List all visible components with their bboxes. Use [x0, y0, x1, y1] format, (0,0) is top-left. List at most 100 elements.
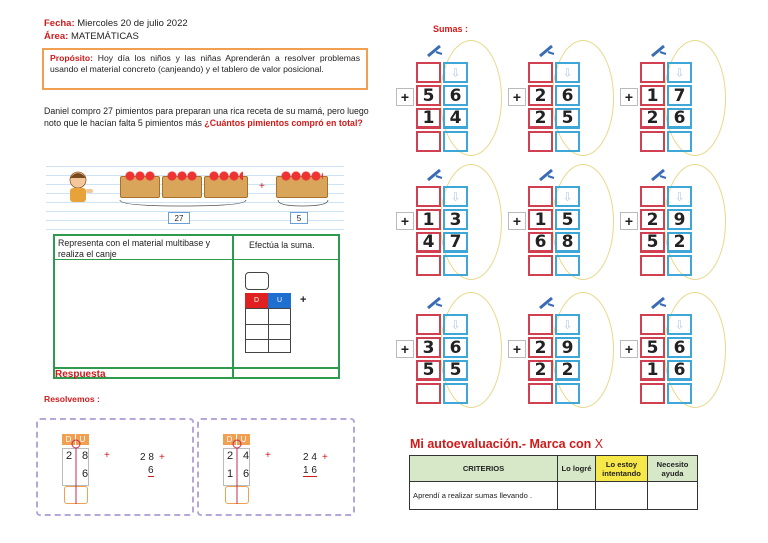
autoeval-mark: X: [594, 437, 604, 451]
answer-label: Respuesta: [53, 367, 340, 380]
ex2-sum-line1: 2 4: [303, 452, 317, 463]
addend1-tens: 5: [416, 85, 441, 106]
crate-4: [276, 171, 328, 198]
addend1-units: 7: [667, 85, 692, 106]
result-tens[interactable]: [640, 131, 665, 152]
trying-cell[interactable]: [595, 481, 648, 510]
work-table: Representa con el material multibase y r…: [53, 234, 340, 379]
result-units[interactable]: [667, 131, 692, 152]
addend1-units: 6: [667, 337, 692, 358]
result-tens[interactable]: [640, 255, 665, 276]
plus-sign: +: [620, 340, 638, 358]
area-value: MATEMÁTICAS: [70, 31, 139, 42]
result-units[interactable]: [555, 383, 580, 404]
addend2-tens: 5: [416, 360, 441, 381]
ex2-plus-2: +: [322, 452, 328, 463]
carry-box[interactable]: [245, 272, 269, 290]
result-units[interactable]: [443, 383, 468, 404]
ex2-b-tens: 1: [227, 468, 234, 480]
place-value-cells[interactable]: [245, 308, 291, 353]
pencil-hand-icon: [539, 296, 555, 310]
ex2-d-header: D: [223, 434, 236, 445]
ex1-d-header: D: [62, 434, 75, 445]
addend1-tens: 2: [528, 85, 553, 106]
carry-tens-cell[interactable]: [416, 62, 441, 83]
addend2-tens: 4: [416, 232, 441, 253]
carry-units-cell[interactable]: ⇩: [443, 314, 468, 335]
result-tens[interactable]: [640, 383, 665, 404]
carry-tens-cell[interactable]: [640, 186, 665, 207]
achieved-header: Lo logré: [557, 455, 596, 482]
work-col1-header: Representa con el material multibase y r…: [58, 238, 211, 259]
carry-units-cell[interactable]: ⇩: [555, 314, 580, 335]
problem-question: ¿Cuántos pimientos compró en total?: [204, 117, 363, 128]
carry-tens-cell[interactable]: [640, 314, 665, 335]
result-units[interactable]: [555, 255, 580, 276]
result-units[interactable]: [443, 255, 468, 276]
pencil-hand-icon: [651, 168, 667, 182]
result-tens[interactable]: [416, 383, 441, 404]
carry-tens-cell[interactable]: [528, 314, 553, 335]
addend2-units: 6: [667, 108, 692, 129]
addend2-tens: 2: [640, 108, 665, 129]
addend2-units: 7: [443, 232, 468, 253]
addend1-tens: 2: [528, 337, 553, 358]
addend2-units: 4: [443, 108, 468, 129]
plus-sign: +: [620, 212, 638, 230]
purpose-box: Propósito: Hoy día los niños y las niñas…: [42, 48, 368, 90]
achieved-cell[interactable]: [557, 481, 596, 510]
carry-units-cell[interactable]: ⇩: [443, 62, 468, 83]
ex2-a-units: 4: [243, 450, 250, 462]
carry-units-cell[interactable]: ⇩: [667, 314, 692, 335]
addend1-tens: 1: [528, 209, 553, 230]
addend1-units: 9: [555, 337, 580, 358]
addend2-tens: 2: [528, 108, 553, 129]
num-27-box: 27: [168, 212, 190, 224]
crate-1: [120, 171, 160, 198]
carry-tens-cell[interactable]: [528, 62, 553, 83]
ex1-a-units: 8: [82, 450, 89, 462]
plus-sign: +: [508, 88, 526, 106]
ex1-sum-line1: 2 8: [140, 452, 154, 463]
addend1-tens: 2: [640, 209, 665, 230]
carry-units-cell[interactable]: ⇩: [667, 186, 692, 207]
result-tens[interactable]: [528, 383, 553, 404]
result-units[interactable]: [443, 131, 468, 152]
plus-sign: +: [396, 212, 414, 230]
addend2-units: 8: [555, 232, 580, 253]
carry-units-cell[interactable]: ⇩: [555, 62, 580, 83]
autoeval-title: Mi autoevaluación.- Marca con X: [410, 437, 603, 451]
ex2-sum-line2: 1 6: [303, 465, 317, 477]
carry-units-cell[interactable]: ⇩: [667, 62, 692, 83]
need-help-cell[interactable]: [647, 481, 698, 510]
result-tens[interactable]: [416, 255, 441, 276]
carry-units-cell[interactable]: ⇩: [555, 186, 580, 207]
addend2-tens: 1: [640, 360, 665, 381]
result-tens[interactable]: [416, 131, 441, 152]
carry-tens-cell[interactable]: [416, 186, 441, 207]
ex1-u-header: U: [76, 434, 89, 445]
carry-tens-cell[interactable]: [416, 314, 441, 335]
result-tens[interactable]: [528, 255, 553, 276]
area-line: Área: MATEMÁTICAS: [44, 31, 139, 42]
result-units[interactable]: [667, 255, 692, 276]
carry-tens-cell[interactable]: [528, 186, 553, 207]
criteria-table: CRITERIOS Lo logré Lo estoy intentando N…: [409, 455, 698, 510]
carry-units-cell[interactable]: ⇩: [443, 186, 468, 207]
carry-tens-cell[interactable]: [640, 62, 665, 83]
pencil-hand-icon: [651, 44, 667, 58]
result-units[interactable]: [555, 131, 580, 152]
result-units[interactable]: [667, 383, 692, 404]
problem-text: Daniel compro 27 pimientos para preparan…: [44, 106, 369, 128]
num-5-box: 5: [290, 212, 308, 224]
pencil-hand-icon: [651, 296, 667, 310]
result-tens[interactable]: [528, 131, 553, 152]
example-2: D U 2 4 1 6 + 2 4 + 1 6: [197, 418, 355, 516]
